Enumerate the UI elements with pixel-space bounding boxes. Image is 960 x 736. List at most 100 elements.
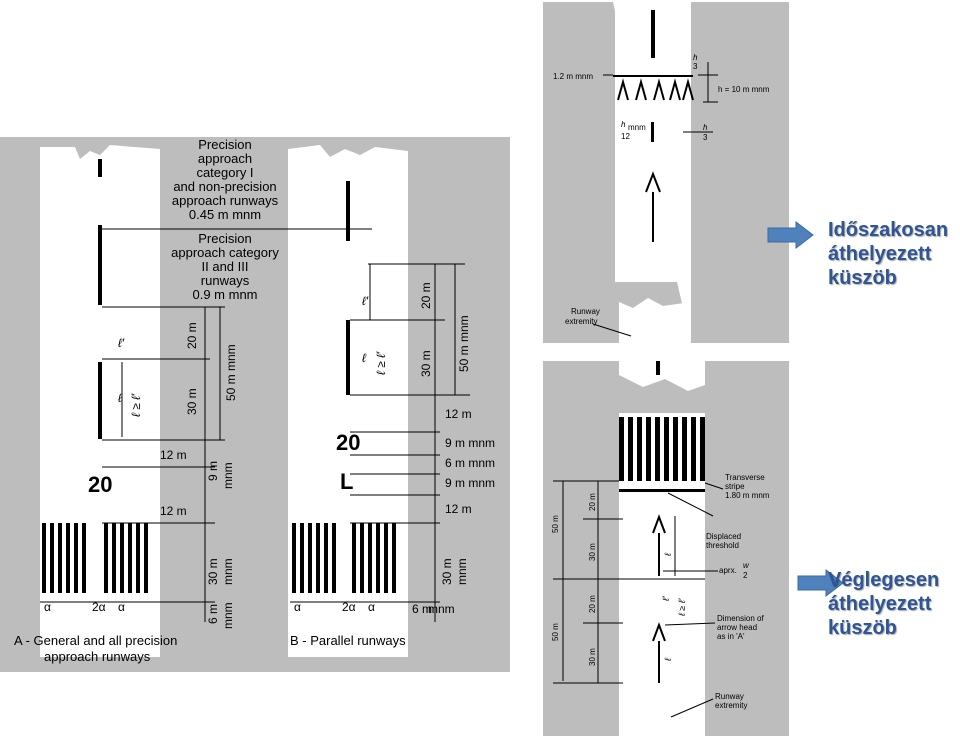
svg-text:20 m: 20 m	[419, 282, 433, 309]
svg-text:30 m: 30 m	[588, 648, 597, 666]
designator-a: 20	[88, 472, 112, 497]
svg-text:12 m: 12 m	[160, 504, 187, 518]
svg-text:12 m: 12 m	[445, 502, 472, 516]
svg-text:mnm: mnm	[628, 123, 646, 132]
svg-text:h: h	[621, 120, 626, 129]
svg-text:approach category: approach category	[171, 245, 279, 260]
svg-text:ℓ: ℓ	[663, 553, 673, 557]
svg-text:9 m mnm: 9 m mnm	[445, 476, 495, 490]
svg-text:3: 3	[703, 133, 708, 142]
svg-text:arrow head: arrow head	[717, 623, 757, 632]
svg-text:as in 'A': as in 'A'	[717, 632, 745, 641]
svg-text:α: α	[44, 600, 51, 614]
svg-text:12 m: 12 m	[445, 407, 472, 421]
svg-text:h: h	[703, 123, 708, 132]
svg-text:30 m: 30 m	[206, 558, 220, 585]
svg-text:stripe: stripe	[725, 482, 745, 491]
svg-text:Displaced: Displaced	[706, 532, 741, 541]
svg-text:Dimension of: Dimension of	[717, 614, 764, 623]
svg-text:mnm: mnm	[455, 558, 469, 585]
runway-extremity-top: Runway	[571, 307, 600, 316]
caption-a-line2: approach runways	[44, 649, 151, 664]
svg-text:30 m: 30 m	[588, 543, 597, 561]
permanent-threshold-label: Véglegesen áthelyezett küszöb	[828, 569, 940, 639]
transverse-stripe-note: Transverse stripe 1.80 m mnm	[725, 473, 770, 500]
svg-text:ℓ′: ℓ′	[118, 336, 125, 350]
svg-text:9 m mnm: 9 m mnm	[445, 436, 495, 450]
svg-text:extremity: extremity	[715, 701, 747, 710]
svg-text:mnm: mnm	[428, 602, 455, 616]
svg-text:mnm: mnm	[221, 558, 235, 585]
svg-text:30 m: 30 m	[440, 558, 454, 585]
svg-text:ℓ ≥ ℓ′: ℓ ≥ ℓ′	[374, 351, 388, 375]
svg-text:2α: 2α	[342, 600, 356, 614]
svg-text:20: 20	[88, 472, 112, 497]
dimensions-a: 20 m 30 m 50 m mnm 12 m 9 m mnm 12 m 30 …	[160, 322, 238, 629]
svg-text:h: h	[693, 53, 698, 62]
svg-text:ℓ ≥ ℓ′: ℓ ≥ ℓ′	[129, 393, 143, 417]
category-1-note: Precision approach category I and non-pr…	[172, 137, 279, 222]
designator-b1: 20	[336, 430, 360, 455]
svg-text:30 m: 30 m	[185, 388, 199, 415]
svg-text:ℓ′: ℓ′	[362, 294, 369, 308]
svg-text:2α: 2α	[92, 600, 106, 614]
svg-text:category I: category I	[196, 165, 253, 180]
svg-text:II and III: II and III	[202, 259, 249, 274]
dim-1-2: 1.2 m mnm	[553, 72, 593, 81]
svg-text:0.9 m mnm: 0.9 m mnm	[192, 287, 257, 302]
svg-text:6 m: 6 m	[206, 604, 220, 624]
runway-marking-diagram-ab: 20 20 L Precision approach category I an…	[0, 137, 510, 672]
svg-text:approach runways: approach runways	[172, 193, 279, 208]
svg-text:30 m: 30 m	[419, 350, 433, 377]
svg-text:Transverse: Transverse	[725, 473, 765, 482]
svg-text:α: α	[294, 600, 301, 614]
runway-extremity-bottom: Runway extremity	[715, 692, 747, 710]
svg-text:6 m: 6 m	[412, 602, 432, 616]
svg-text:runways: runways	[201, 273, 250, 288]
svg-text:9 m: 9 m	[206, 461, 220, 481]
svg-text:50 m: 50 m	[551, 623, 560, 641]
svg-text:ℓ: ℓ	[663, 658, 673, 662]
svg-text:α: α	[118, 600, 125, 614]
displaced-threshold-note: Displaced threshold	[706, 532, 741, 550]
permanent-displaced-threshold-diagram: 50 m 20 m 30 m 50 m 20 m 30 m ℓ ℓ′ ℓ ≥ ℓ…	[543, 361, 789, 736]
arrow-temporary	[767, 220, 814, 250]
svg-text:3: 3	[693, 62, 698, 71]
svg-text:ℓ: ℓ	[362, 351, 367, 365]
svg-text:Runway: Runway	[715, 692, 744, 701]
svg-text:50 m mnm: 50 m mnm	[224, 344, 238, 401]
svg-text:ℓ ≥ ℓ′: ℓ ≥ ℓ′	[677, 598, 687, 617]
svg-text:50 m mnm: 50 m mnm	[457, 315, 471, 372]
arrow-permanent	[797, 568, 844, 598]
dim-h: h = 10 m mnm	[718, 85, 770, 94]
svg-text:and non-precision: and non-precision	[173, 179, 276, 194]
arrow-dimension-note: Dimension of arrow head as in 'A'	[717, 614, 764, 641]
designator-b2: L	[340, 469, 353, 494]
svg-text:20 m: 20 m	[588, 595, 597, 613]
svg-text:threshold: threshold	[706, 541, 739, 550]
svg-text:50 m: 50 m	[551, 515, 560, 533]
svg-text:1.80 m mnm: 1.80 m mnm	[725, 491, 770, 500]
svg-text:12: 12	[621, 132, 630, 141]
svg-text:20 m: 20 m	[185, 322, 199, 349]
svg-text:ℓ: ℓ	[118, 391, 123, 405]
svg-text:0.45 m mnm: 0.45 m mnm	[189, 207, 261, 222]
svg-text:ℓ′: ℓ′	[661, 596, 671, 602]
dimensions-b: 20 m 30 m 50 m mnm 12 m 9 m mnm 6 m mnm …	[412, 282, 495, 616]
svg-text:Precision: Precision	[198, 137, 251, 152]
aprx-note: aprx.	[719, 566, 737, 575]
svg-text:Precision: Precision	[198, 231, 251, 246]
svg-text:12 m: 12 m	[160, 448, 187, 462]
temporary-threshold-label: Időszakosan áthelyezett küszöb	[828, 219, 949, 289]
svg-text:mnm: mnm	[221, 602, 235, 629]
svg-text:mnm: mnm	[221, 462, 235, 489]
svg-text:α: α	[368, 600, 375, 614]
temporary-displaced-threshold-diagram: 1.2 m mnm h = 10 m mnm h mnm 12 h 3 h 3 …	[543, 2, 789, 343]
caption-a: A - General and all precision	[14, 633, 177, 648]
category-2-note: Precision approach category II and III r…	[171, 231, 279, 302]
svg-text:6 m mnm: 6 m mnm	[445, 456, 495, 470]
svg-text:2: 2	[743, 571, 748, 580]
svg-text:w: w	[743, 561, 750, 570]
svg-text:approach: approach	[198, 151, 252, 166]
svg-text:20 m: 20 m	[588, 493, 597, 511]
